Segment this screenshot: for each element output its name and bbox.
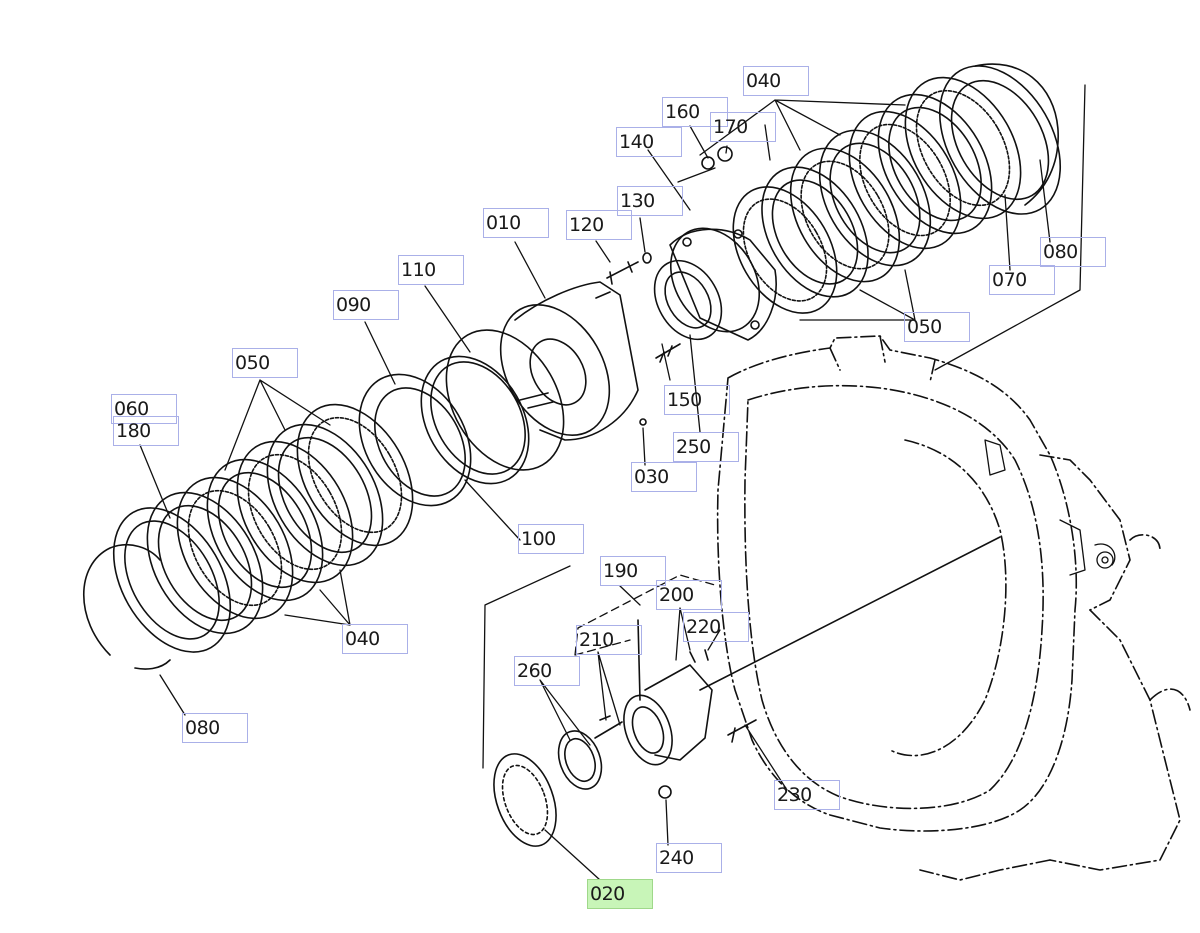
bracket-lines-right (677, 84, 1086, 371)
part-100-ring (420, 355, 530, 485)
callout-110[interactable]: 110 (398, 255, 464, 285)
part-030-ball (639, 418, 647, 426)
callout-210[interactable]: 210 (576, 625, 642, 655)
callout-060[interactable]: 060 (111, 394, 177, 424)
callout-070[interactable]: 070 (989, 265, 1055, 295)
callout-030[interactable]: 030 (631, 462, 697, 492)
callout-090[interactable]: 090 (333, 290, 399, 320)
callout-200[interactable]: 200 (656, 580, 722, 610)
part-080-snap-ring-right (974, 63, 1059, 206)
left-clutch-pack (82, 403, 414, 670)
callout-040-top[interactable]: 040 (743, 66, 809, 96)
callout-220[interactable]: 220 (683, 612, 749, 642)
callout-040-left[interactable]: 040 (342, 624, 408, 654)
part-240-nut (658, 785, 672, 799)
callout-240[interactable]: 240 (656, 843, 722, 873)
part-020-gear (493, 753, 557, 847)
part-130-oring (642, 252, 652, 264)
part-070-plate (938, 65, 1062, 215)
part-260-ring (557, 730, 603, 790)
right-disc-7 (904, 76, 1022, 220)
leader-lines (139, 99, 1051, 881)
part-180-plate (112, 507, 232, 653)
callout-150[interactable]: 150 (664, 385, 730, 415)
parts-200-210-pins (599, 619, 709, 721)
part-080-snap-ring-left (82, 544, 171, 670)
callout-260[interactable]: 260 (514, 656, 580, 686)
callout-190[interactable]: 190 (600, 556, 666, 586)
callout-080-left[interactable]: 080 (182, 713, 248, 743)
right-disc-6 (877, 93, 993, 235)
callout-170[interactable]: 170 (710, 112, 776, 142)
part-090-piston (358, 373, 472, 507)
callout-120[interactable]: 120 (566, 210, 632, 240)
housing-details (984, 439, 1116, 576)
right-disc-2 (761, 166, 869, 298)
part-250-bearing (653, 259, 723, 341)
callout-230[interactable]: 230 (774, 780, 840, 810)
part-150-bolt (655, 343, 681, 363)
callout-010[interactable]: 010 (483, 208, 549, 238)
right-disc-5 (848, 110, 962, 250)
callout-050-left[interactable]: 050 (232, 348, 298, 378)
callout-020-selected[interactable]: 020 (587, 879, 653, 909)
right-disc-1 (732, 186, 838, 314)
right-clutch-pack (732, 63, 1062, 314)
callout-250[interactable]: 250 (673, 432, 739, 462)
part-120-pin (606, 261, 639, 285)
callout-130[interactable]: 130 (617, 186, 683, 216)
right-disc-3 (789, 147, 901, 283)
callout-180[interactable]: 180 (113, 416, 179, 446)
part-230-stud (727, 719, 757, 743)
part-190-housing (594, 536, 1001, 766)
callout-140[interactable]: 140 (616, 127, 682, 157)
callout-050-right[interactable]: 050 (904, 312, 970, 342)
part-140-hub (669, 227, 777, 341)
callout-080-right[interactable]: 080 (1040, 237, 1106, 267)
part-010-drum (499, 281, 639, 441)
part-110-ring (445, 329, 565, 471)
callout-100[interactable]: 100 (518, 524, 584, 554)
transmission-housing (716, 335, 1191, 881)
